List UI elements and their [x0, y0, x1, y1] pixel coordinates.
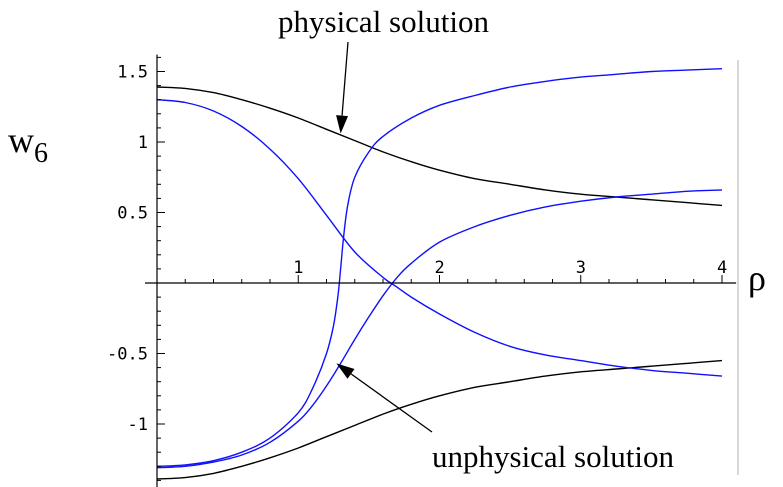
- arrow-unphysical-head: [336, 363, 355, 379]
- x-tick-label: 4: [717, 258, 727, 278]
- x-tick-label: 3: [576, 258, 586, 278]
- curves: [156, 68, 723, 480]
- y-tick-label: -0.5: [107, 345, 148, 365]
- series-line-2: [156, 359, 723, 480]
- y-axis-label-main: w: [8, 120, 34, 160]
- series-line-4: [156, 68, 723, 467]
- arrow-unphysical-shaft: [350, 373, 433, 433]
- y-axis-label: w6: [8, 120, 48, 169]
- x-axis-label: ρ: [748, 258, 766, 298]
- ticks: 1 2 3 4 1.5 1 0.5 -0.5 -1: [107, 56, 727, 481]
- arrow-physical-shaft: [341, 41, 349, 116]
- y-tick-label: 1: [138, 133, 148, 153]
- arrow-physical-head: [336, 115, 349, 134]
- y-axis-label-subscript: 6: [34, 138, 48, 169]
- series-line-3: [156, 99, 723, 377]
- x-tick-label: 2: [435, 258, 445, 278]
- x-tick-label: 1: [293, 258, 303, 278]
- arrows: [336, 41, 433, 433]
- annotation-unphysical-solution: unphysical solution: [432, 439, 674, 474]
- y-tick-label: 1.5: [117, 63, 148, 83]
- series-line-5: [156, 189, 723, 469]
- y-tick-label: 0.5: [117, 204, 148, 224]
- annotation-physical-solution: physical solution: [278, 4, 489, 39]
- y-tick-label: -1: [128, 415, 148, 435]
